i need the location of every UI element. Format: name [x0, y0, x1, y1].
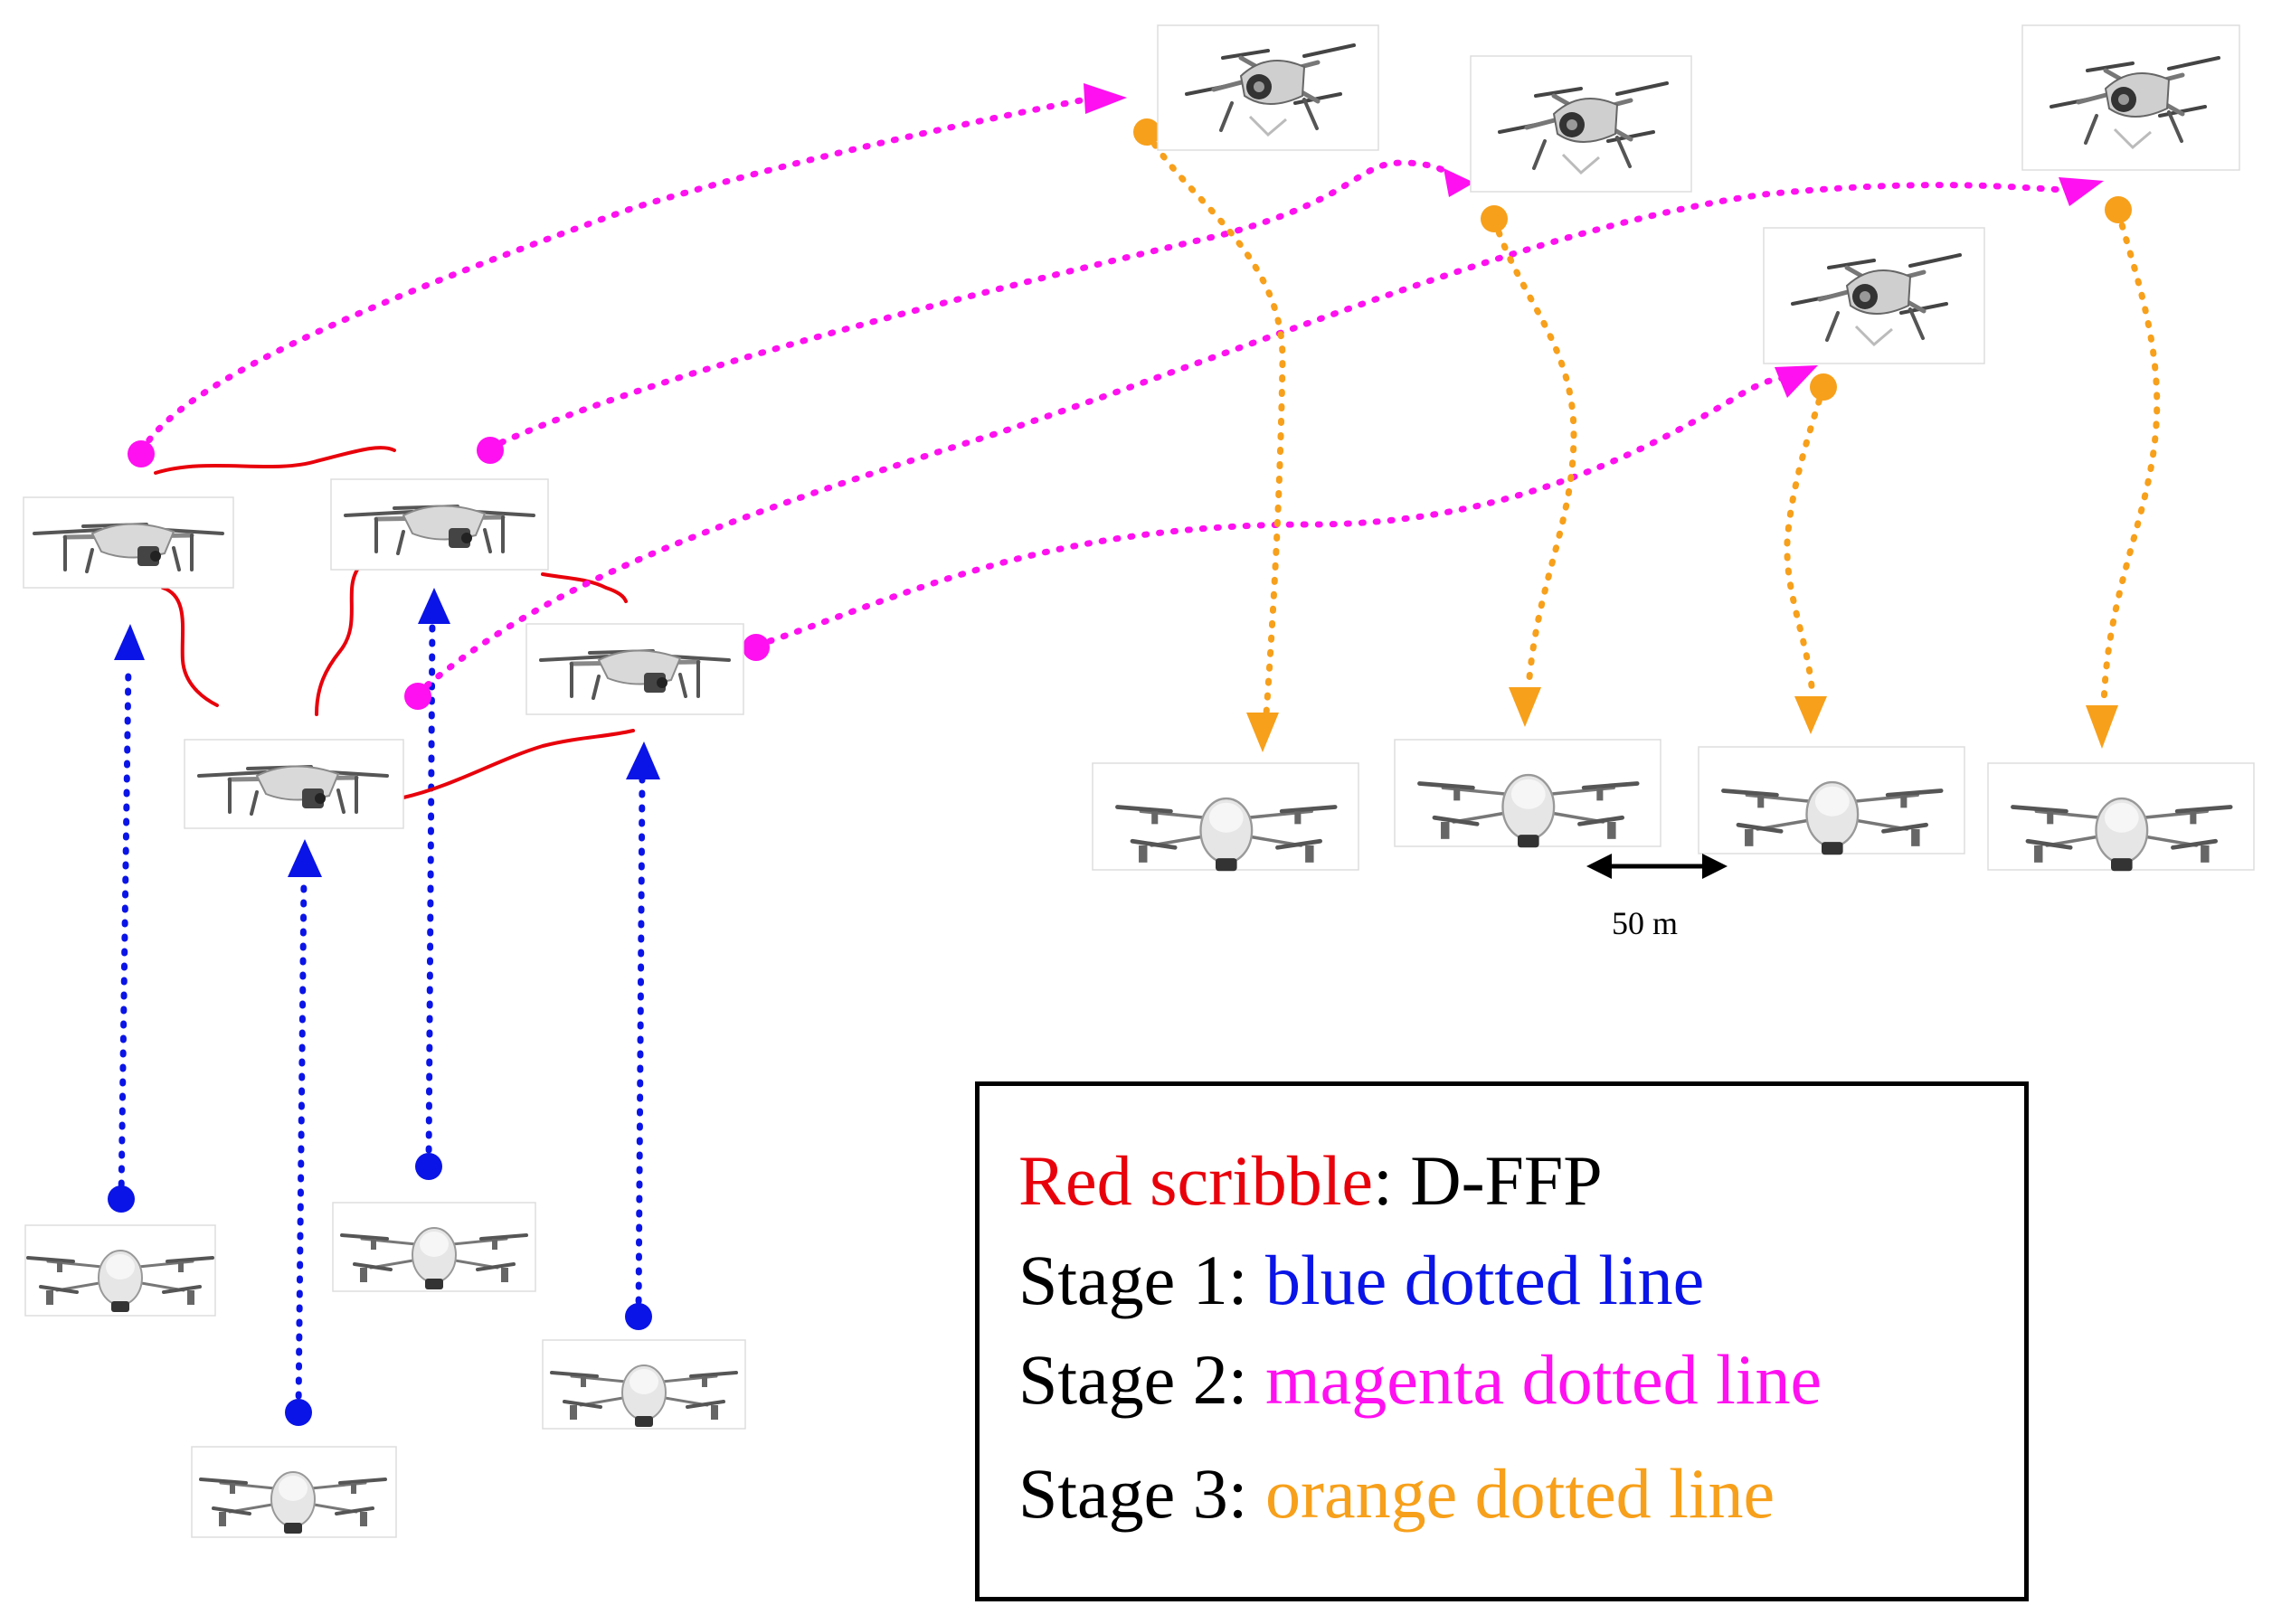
stage2-arrowheads: [1084, 83, 2104, 398]
legend-stage3-label: orange dotted line: [1264, 1454, 1775, 1533]
drone-final-2: [1394, 739, 1661, 847]
drone-mid-4: [525, 623, 744, 715]
drone-ground-4: [542, 1338, 746, 1430]
scale-label: 50 m: [1612, 905, 1679, 941]
legend-stage3-prefix: Stage 3:: [1018, 1454, 1265, 1533]
drone-final-1: [1092, 762, 1359, 871]
stage3-start-dots: [1133, 118, 2132, 401]
legend-stage1-prefix: Stage 1:: [1018, 1241, 1265, 1319]
stage3-paths: [1143, 128, 2161, 718]
stage1-paths: [118, 616, 646, 1414]
legend-dffp-text: : D-FFP: [1373, 1141, 1603, 1220]
stage2-path-3: [412, 182, 2075, 698]
drone-mid-3: [330, 478, 549, 571]
legend-line-stage2: Stage 2: magenta dotted line: [1018, 1345, 1822, 1415]
drone-final-3: [1698, 746, 1965, 854]
stage2-start-dots: [128, 437, 770, 710]
legend-stage1-label: blue dotted line: [1264, 1241, 1705, 1319]
legend-box: Red scribble: D-FFP Stage 1: blue dotted…: [975, 1081, 2029, 1601]
drone-mid-2: [184, 739, 404, 829]
drone-high-4: [1763, 227, 1985, 364]
stage1-path-2: [295, 873, 308, 1414]
stage1-start-dots: [108, 1153, 652, 1426]
scale-bar: [1586, 854, 1728, 879]
stage3-path-3: [1784, 383, 1827, 700]
stage3-arrowheads: [1246, 687, 2118, 752]
stage3-path-1: [1143, 128, 1286, 718]
drone-final-4: [1987, 762, 2255, 871]
legend-stage2-prefix: Stage 2:: [1018, 1340, 1265, 1419]
stage1-path-1: [118, 661, 132, 1203]
stage2-path-4: [753, 374, 1787, 649]
drone-ground-2: [191, 1445, 397, 1538]
drone-high-3: [2021, 24, 2240, 171]
red-scribbles: [154, 446, 635, 799]
stage3-path-2: [1491, 215, 1577, 691]
stage1-path-4: [635, 774, 646, 1319]
drone-ground-1: [19, 1223, 216, 1317]
stage3-path-4: [2100, 208, 2161, 709]
stage1-arrowheads: [114, 588, 660, 877]
drone-high-1: [1157, 24, 1379, 151]
legend-stage2-label: magenta dotted line: [1264, 1340, 1822, 1419]
legend-line-dffp: Red scribble: D-FFP: [1018, 1146, 1603, 1216]
legend-red-label: Red scribble: [1018, 1141, 1374, 1220]
stage2-path-2: [485, 159, 1462, 452]
drone-ground-3: [332, 1201, 536, 1292]
legend-line-stage3: Stage 3: orange dotted line: [1018, 1459, 1775, 1529]
stage1-path-3: [425, 616, 436, 1168]
stage2-paths: [137, 94, 2075, 698]
stage2-path-1: [137, 94, 1098, 456]
drone-high-2: [1470, 55, 1692, 193]
legend-line-stage1: Stage 1: blue dotted line: [1018, 1245, 1704, 1316]
drone-mid-1: [23, 496, 234, 589]
